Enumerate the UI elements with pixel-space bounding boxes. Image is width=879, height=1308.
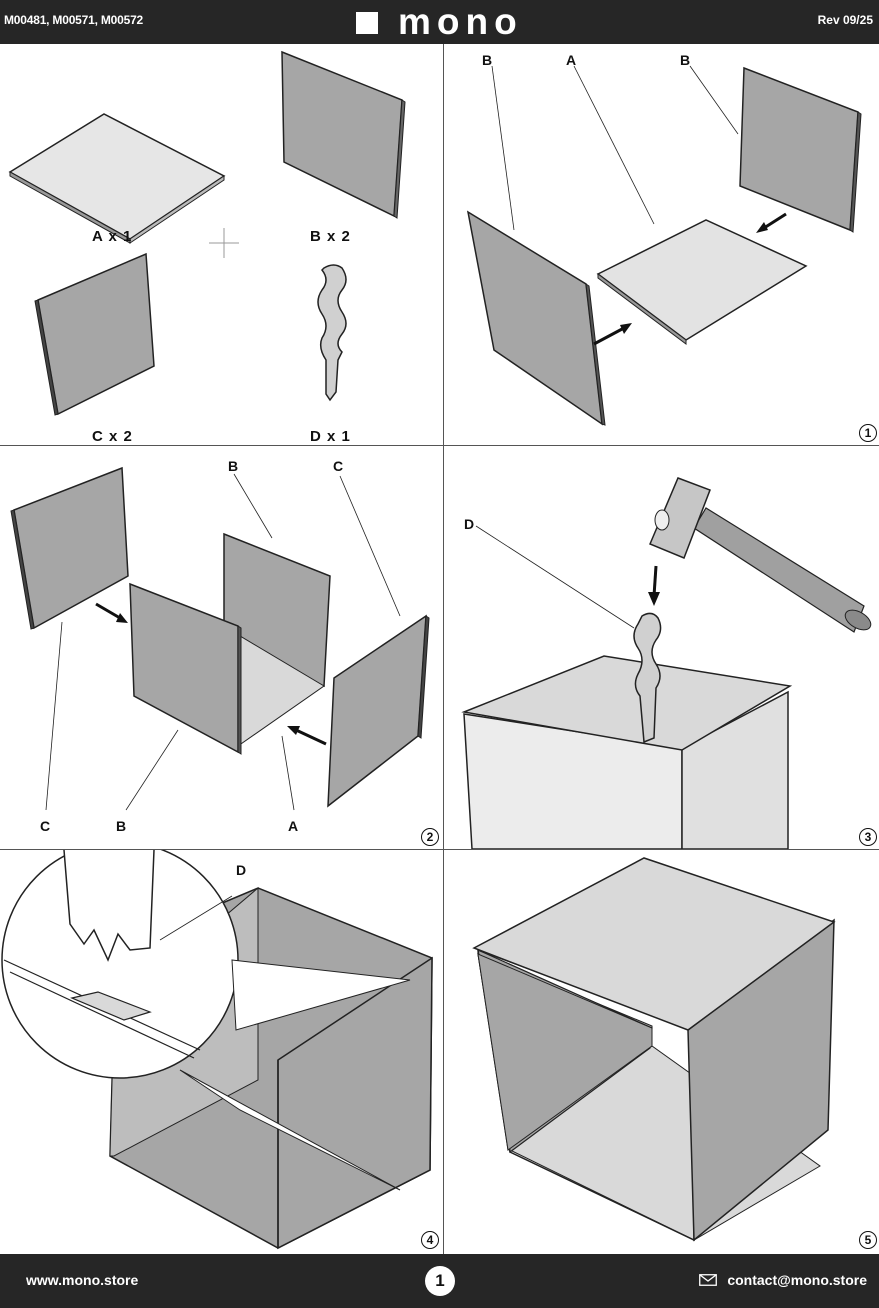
step-2-label-b-bottom: B	[116, 818, 127, 834]
part-a-shape	[8, 113, 226, 240]
part-b-quantity: B x 2	[310, 228, 351, 245]
step-5-illustration	[472, 857, 836, 1242]
step-4-illustration	[1, 850, 433, 1250]
step-4-label-d: D	[236, 862, 247, 878]
step-2-label-c-bottom: C	[40, 818, 51, 834]
step-1-illustration	[466, 65, 862, 426]
step-2-label-c-top: C	[333, 458, 344, 474]
page-number: 1	[425, 1266, 455, 1296]
part-d-quantity: D x 1	[310, 428, 351, 445]
contact-email[interactable]: contact@mono.store	[699, 1272, 867, 1288]
step-2-label-a: A	[288, 818, 299, 834]
part-c-quantity: C x 2	[92, 428, 133, 445]
product-codes: M00481, M00571, M00572	[4, 13, 144, 27]
brand-logo: mono	[356, 0, 523, 44]
brand-name: mono	[398, 1, 523, 42]
brand-square-icon	[356, 12, 378, 34]
step-2-illustration	[10, 466, 430, 811]
step-2-label-b-top: B	[228, 458, 239, 474]
header-bar: M00481, M00571, M00572 mono Rev 09/25	[0, 0, 879, 44]
step-3-number: 3	[859, 828, 877, 846]
step-3-illustration	[461, 477, 872, 849]
grid-divider-vertical	[443, 44, 444, 1254]
step-5-number: 5	[859, 1231, 877, 1249]
grid-divider-horizontal-2	[0, 849, 879, 850]
part-b-shape	[281, 50, 403, 218]
step-1-label-b-right: B	[680, 52, 691, 68]
part-a-quantity: A x 1	[92, 228, 133, 245]
footer-bar: www.mono.store 1 contact@mono.store	[0, 1254, 879, 1308]
part-c-shape	[37, 252, 155, 416]
step-4-number: 4	[421, 1231, 439, 1249]
part-d-shape	[317, 264, 347, 402]
contact-email-text[interactable]: contact@mono.store	[727, 1272, 867, 1288]
revision-label: Rev 09/25	[817, 13, 873, 27]
envelope-icon	[699, 1274, 718, 1286]
step-1-number: 1	[859, 424, 877, 442]
grid-divider-horizontal-1	[0, 445, 879, 446]
step-1-label-a: A	[566, 52, 577, 68]
step-3-label-d: D	[464, 516, 475, 532]
step-1-label-b-left: B	[482, 52, 493, 68]
step-2-number: 2	[421, 828, 439, 846]
parts-illustration	[8, 50, 406, 416]
website-link[interactable]: www.mono.store	[26, 1272, 139, 1288]
